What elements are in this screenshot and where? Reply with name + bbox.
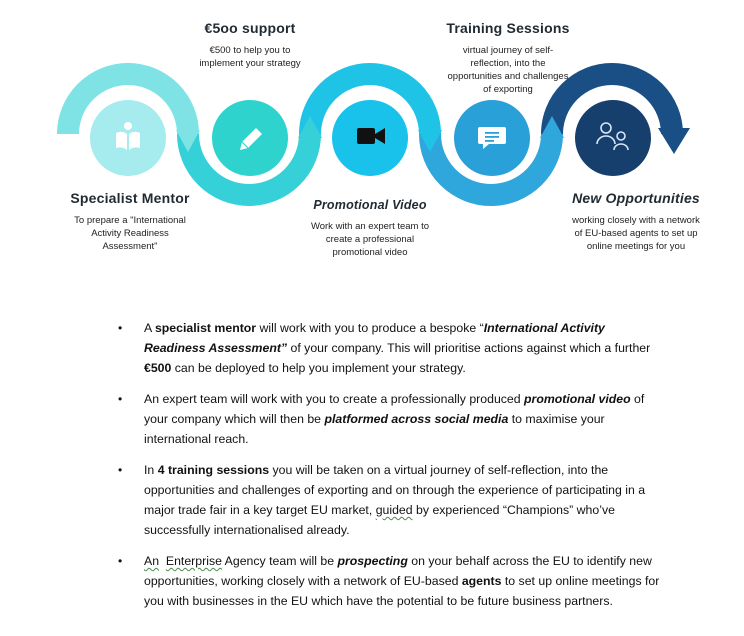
- flow-arc-4: [419, 133, 563, 206]
- step-caption-support: €5oo support €500 to help you to impleme…: [170, 20, 330, 70]
- people-icon: [596, 122, 629, 151]
- flow-arrow-2: [298, 116, 322, 138]
- step-circle-1: [90, 100, 166, 176]
- bullet-marker: [118, 389, 122, 409]
- bullet-marker: [118, 460, 122, 480]
- flow-arrow-3: [418, 130, 442, 152]
- bullet-marker: [118, 551, 122, 571]
- bullet-specialist-mentor: A specialist mentor will work with you t…: [108, 318, 668, 378]
- bullet-training-sessions: In 4 training sessions you will be taken…: [108, 460, 668, 540]
- bullet-marker: [118, 318, 122, 338]
- chat-icon: [478, 127, 506, 149]
- step-description: €500 to help you to implement your strat…: [199, 45, 301, 69]
- step-title: Specialist Mentor: [70, 190, 190, 206]
- step-caption-new-opportunities: New Opportunities working closely with a…: [548, 190, 724, 253]
- flow-arc-1: [57, 63, 199, 135]
- book-icon: [116, 122, 140, 150]
- flow-graphic: [57, 63, 690, 206]
- bullet-promotional-video: An expert team will work with you to cre…: [108, 389, 668, 449]
- flow-arc-3: [299, 63, 441, 135]
- bullet-list: A specialist mentor will work with you t…: [108, 318, 668, 622]
- step-caption-promotional-video: Promotional Video Work with an expert te…: [290, 198, 450, 259]
- flow-arc-5: [541, 63, 683, 135]
- step-title: Training Sessions: [446, 20, 570, 36]
- process-infographic: Specialist Mentor To prepare a "Internat…: [0, 0, 744, 290]
- step-description: working closely with a network of EU-bas…: [572, 215, 700, 252]
- flow-arrow-1: [176, 130, 200, 152]
- step-description: To prepare a "International Activity Rea…: [74, 215, 186, 252]
- step-description: virtual journey of self- reflection, int…: [447, 45, 569, 95]
- step-title: €5oo support: [204, 20, 296, 36]
- step-description: Work with an expert team to create a pro…: [310, 221, 430, 258]
- flow-arc-2: [177, 133, 321, 206]
- pencil-icon: [240, 128, 262, 150]
- step-title: New Opportunities: [572, 190, 700, 206]
- video-camera-icon: [357, 128, 385, 144]
- bullet-enterprise-agency: An Enterprise Agency team will be prospe…: [108, 551, 668, 611]
- step-caption-training-sessions: Training Sessions virtual journey of sel…: [418, 20, 598, 96]
- step-title: Promotional Video: [313, 198, 427, 212]
- step-caption-specialist-mentor: Specialist Mentor To prepare a "Internat…: [50, 190, 210, 253]
- flow-arrow-4: [540, 116, 564, 138]
- flow-arrow-5: [658, 128, 690, 154]
